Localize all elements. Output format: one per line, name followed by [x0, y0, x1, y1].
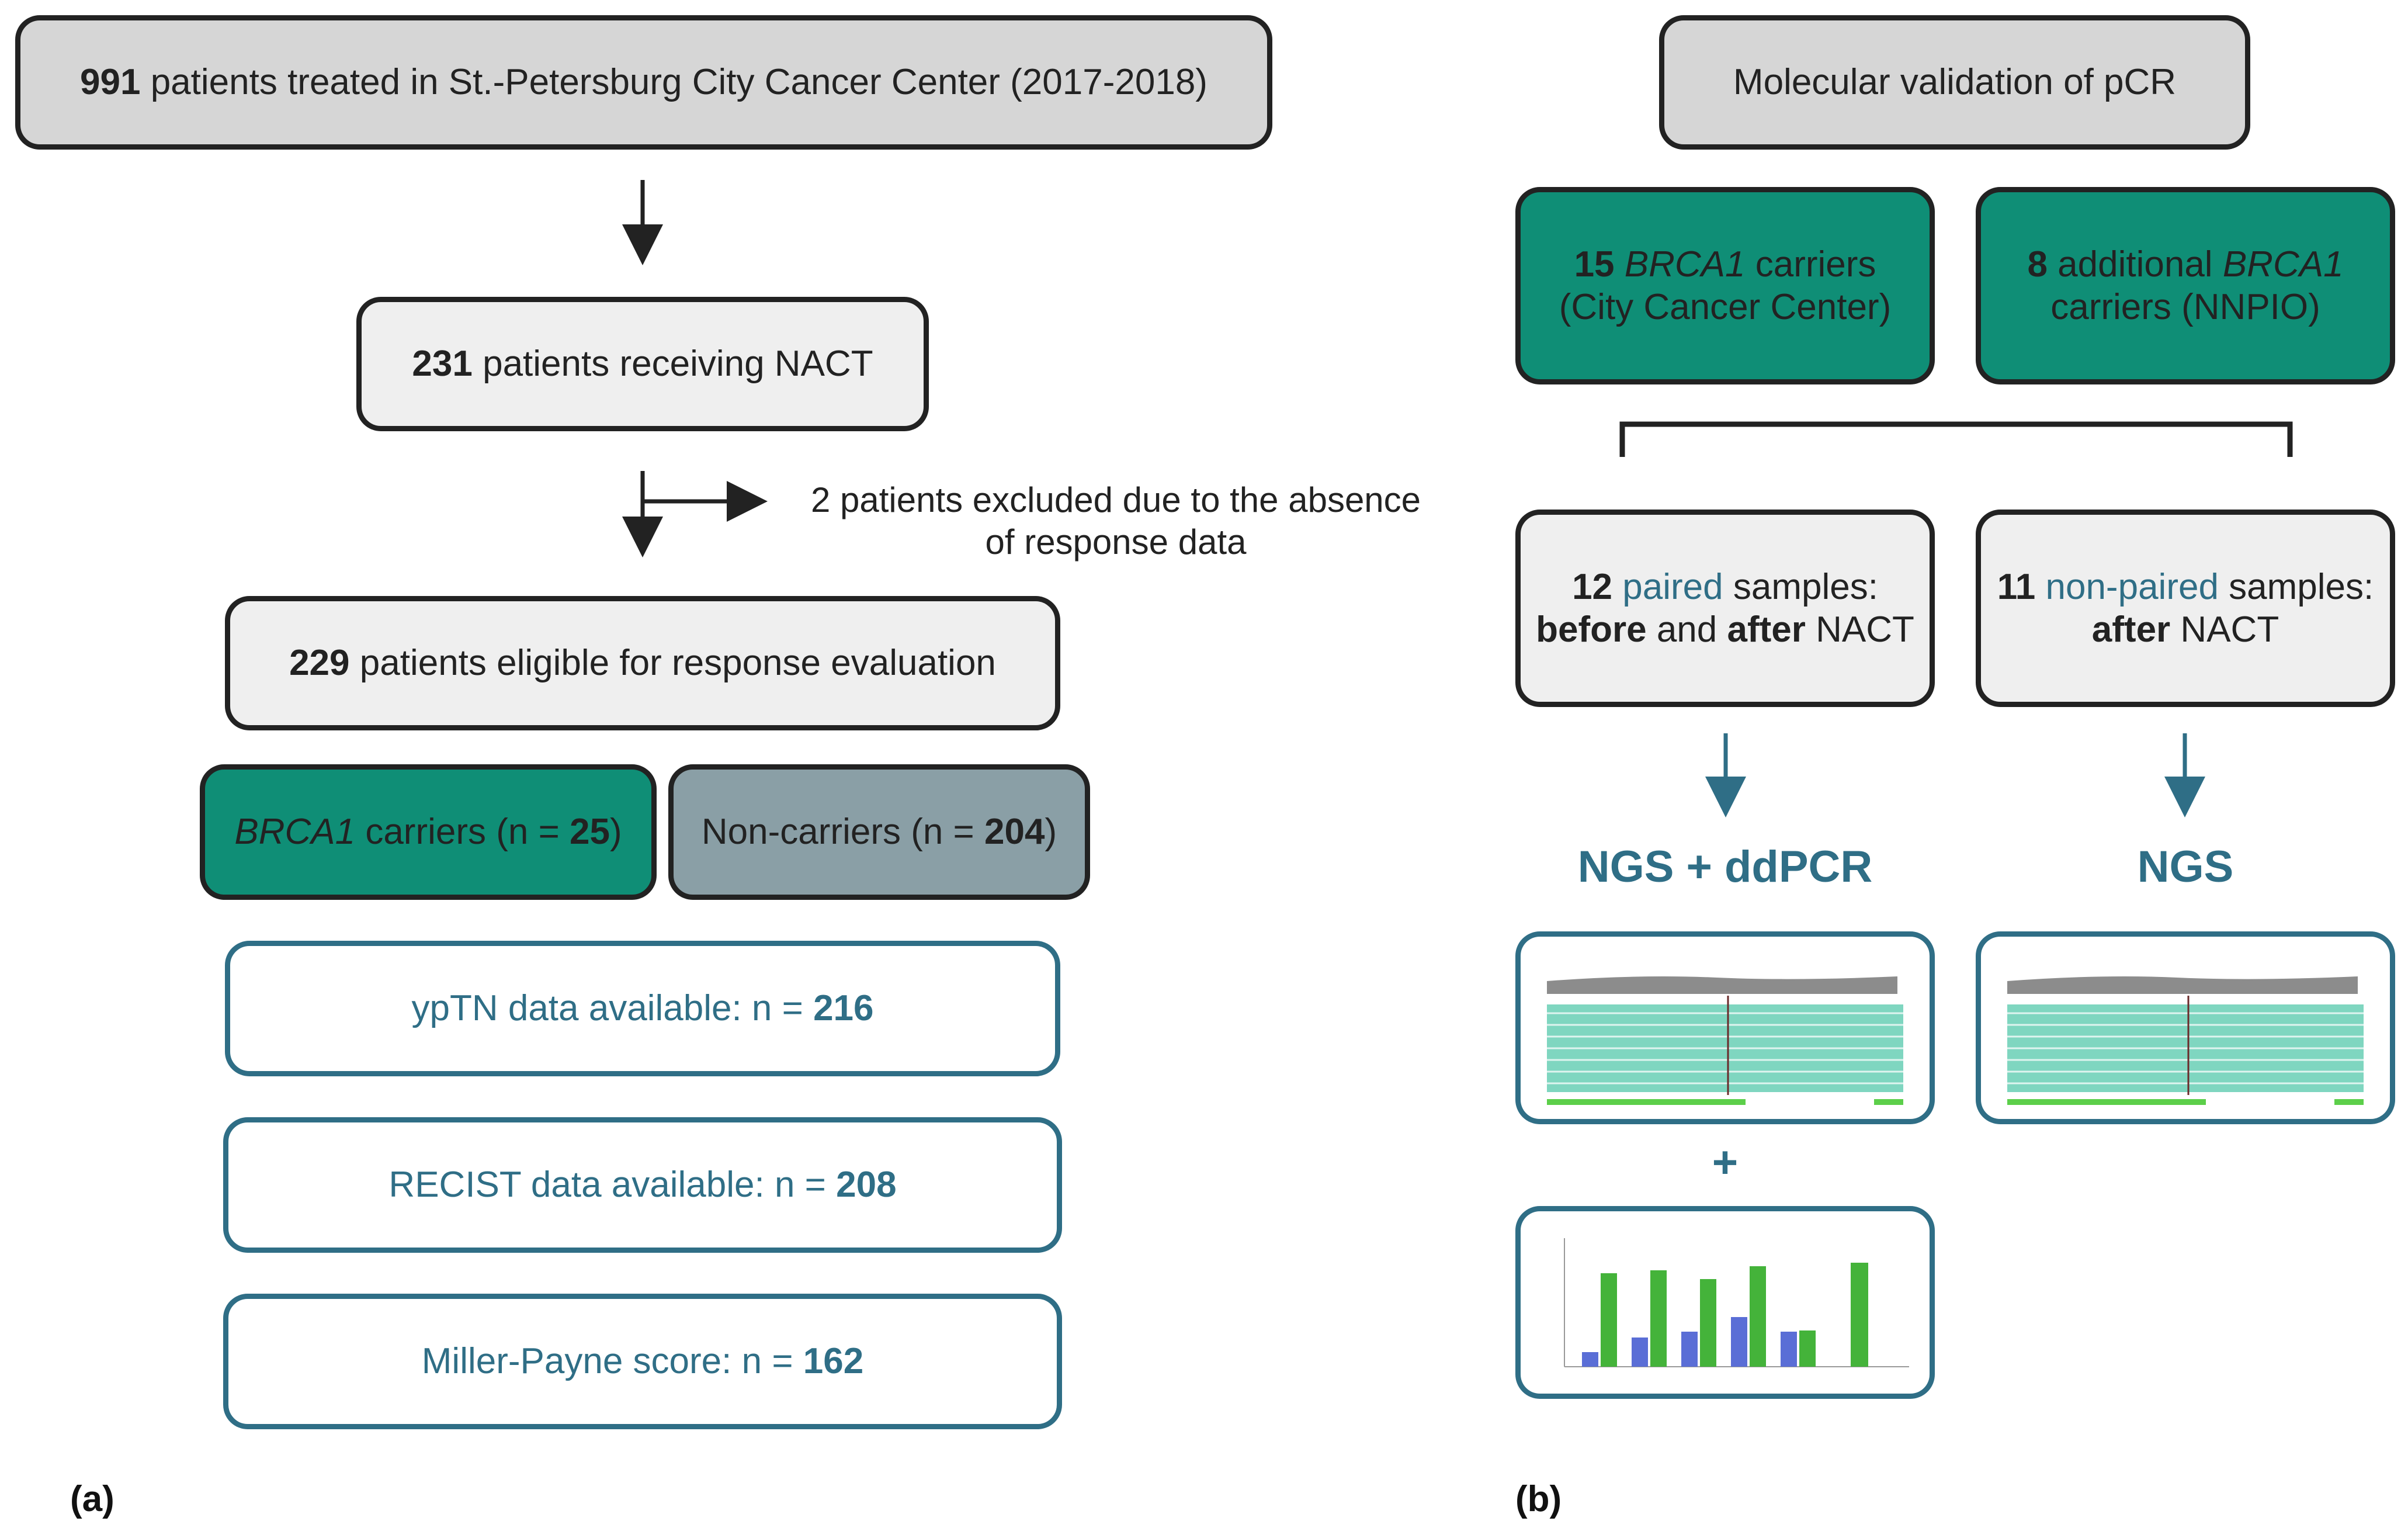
total-patients-box: 991 patients treated in St.-Petersburg C… — [15, 15, 1272, 150]
yptn-count: 216 — [813, 988, 874, 1029]
paired-nact: NACT — [1805, 609, 1914, 650]
non-carriers-text: Non-carriers (n = — [701, 812, 984, 853]
nact-patients-text: patients receiving NACT — [472, 344, 873, 384]
non-carriers-count: 204 — [984, 812, 1045, 853]
nnpio-carriers-number: 8 — [2027, 244, 2048, 285]
miller-payne-box: Miller-Payne score: n = 162 — [223, 1294, 1062, 1429]
paired-before: before — [1536, 609, 1647, 650]
yptn-data-box: ypTN data available: n = 216 — [225, 941, 1060, 1076]
nnpio-carriers-line2: carriers (NNPIO) — [2050, 287, 2320, 327]
molecular-validation-title: Molecular validation of pCR — [1733, 62, 2177, 103]
city-cancer-center-carriers-box: 15 BRCA1 carriers (City Cancer Center) — [1515, 187, 1935, 384]
yptn-text: ypTN data available: n = — [411, 988, 814, 1029]
city-carriers-rest: carriers — [1745, 244, 1876, 285]
recist-data-box: RECIST data available: n = 208 — [223, 1117, 1062, 1253]
nonpaired-nact: NACT — [2170, 609, 2279, 650]
ddpcr-chart-image — [1524, 1215, 1927, 1390]
nonpaired-after: after — [2091, 609, 2171, 650]
paired-samples-box: 12 paired samples: before and after NACT — [1515, 510, 1935, 707]
eligible-patients-box: 229 patients eligible for response evalu… — [225, 596, 1060, 730]
nact-patients-box: 231 patients receiving NACT — [356, 297, 929, 431]
ngs-alignment-thumbnail-left — [1515, 931, 1935, 1124]
ngs-alignment-thumbnail-right — [1976, 931, 2395, 1124]
method-ngs-ddpcr: NGS + ddPCR — [1577, 842, 1873, 892]
nnpio-carriers-box: 8 additional BRCA1 carriers (NNPIO) — [1976, 187, 2395, 384]
miller-count: 162 — [803, 1341, 864, 1382]
nnpio-carriers-mid: additional — [2047, 244, 2223, 285]
nact-patients-number: 231 — [412, 344, 473, 384]
city-carriers-line2: (City Cancer Center) — [1559, 287, 1892, 327]
carriers-text: carriers (n = — [355, 812, 570, 853]
nonpaired-rest: samples: — [2218, 566, 2374, 607]
non-carriers-close: ) — [1045, 812, 1057, 853]
excluded-patients-note: 2 patients excluded due to the absence o… — [783, 479, 1449, 563]
method-ngs: NGS — [2137, 842, 2234, 892]
eligible-patients-text: patients eligible for response evaluatio… — [349, 643, 996, 684]
alignment-image — [1524, 940, 1927, 1115]
carriers-close: ) — [609, 812, 622, 853]
excluded-note-line2: of response data — [985, 522, 1247, 562]
ddpcr-chart-thumbnail — [1515, 1206, 1935, 1399]
paired-rest: samples: — [1723, 566, 1878, 607]
non-carriers-box: Non-carriers (n = 204) — [668, 764, 1090, 900]
nonpaired-number: 11 — [1997, 566, 2036, 607]
excluded-note-line1: 2 patients excluded due to the absence — [810, 480, 1421, 519]
non-paired-samples-box: 11 non-paired samples: after NACT — [1976, 510, 2395, 707]
bracket-connector — [1619, 421, 2293, 457]
alignment-image — [1984, 940, 2387, 1115]
miller-text: Miller-Payne score: n = — [421, 1341, 803, 1382]
city-carriers-gene: BRCA1 — [1624, 244, 1746, 285]
brca1-carriers-box: BRCA1 carriers (n = 25) — [200, 764, 657, 900]
nnpio-carriers-gene: BRCA1 — [2222, 244, 2344, 285]
recist-text: RECIST data available: n = — [388, 1165, 837, 1205]
paired-word: paired — [1612, 566, 1723, 607]
panel-b-label: (b) — [1515, 1479, 1562, 1519]
paired-number: 12 — [1572, 566, 1613, 607]
city-carriers-number: 15 — [1574, 244, 1615, 285]
eligible-patients-number: 229 — [289, 643, 350, 684]
carriers-gene: BRCA1 — [234, 812, 356, 853]
paired-after: after — [1727, 609, 1806, 650]
panel-a-label: (a) — [70, 1479, 114, 1519]
recist-count: 208 — [836, 1165, 897, 1205]
paired-and: and — [1646, 609, 1727, 650]
carriers-count: 25 — [570, 812, 610, 853]
molecular-validation-box: Molecular validation of pCR — [1659, 15, 2250, 150]
plus-sign: + — [1712, 1138, 1739, 1187]
nonpaired-word: non-paired — [2035, 566, 2219, 607]
total-patients-number: 991 — [80, 62, 141, 103]
total-patients-text: patients treated in St.-Petersburg City … — [140, 62, 1208, 103]
